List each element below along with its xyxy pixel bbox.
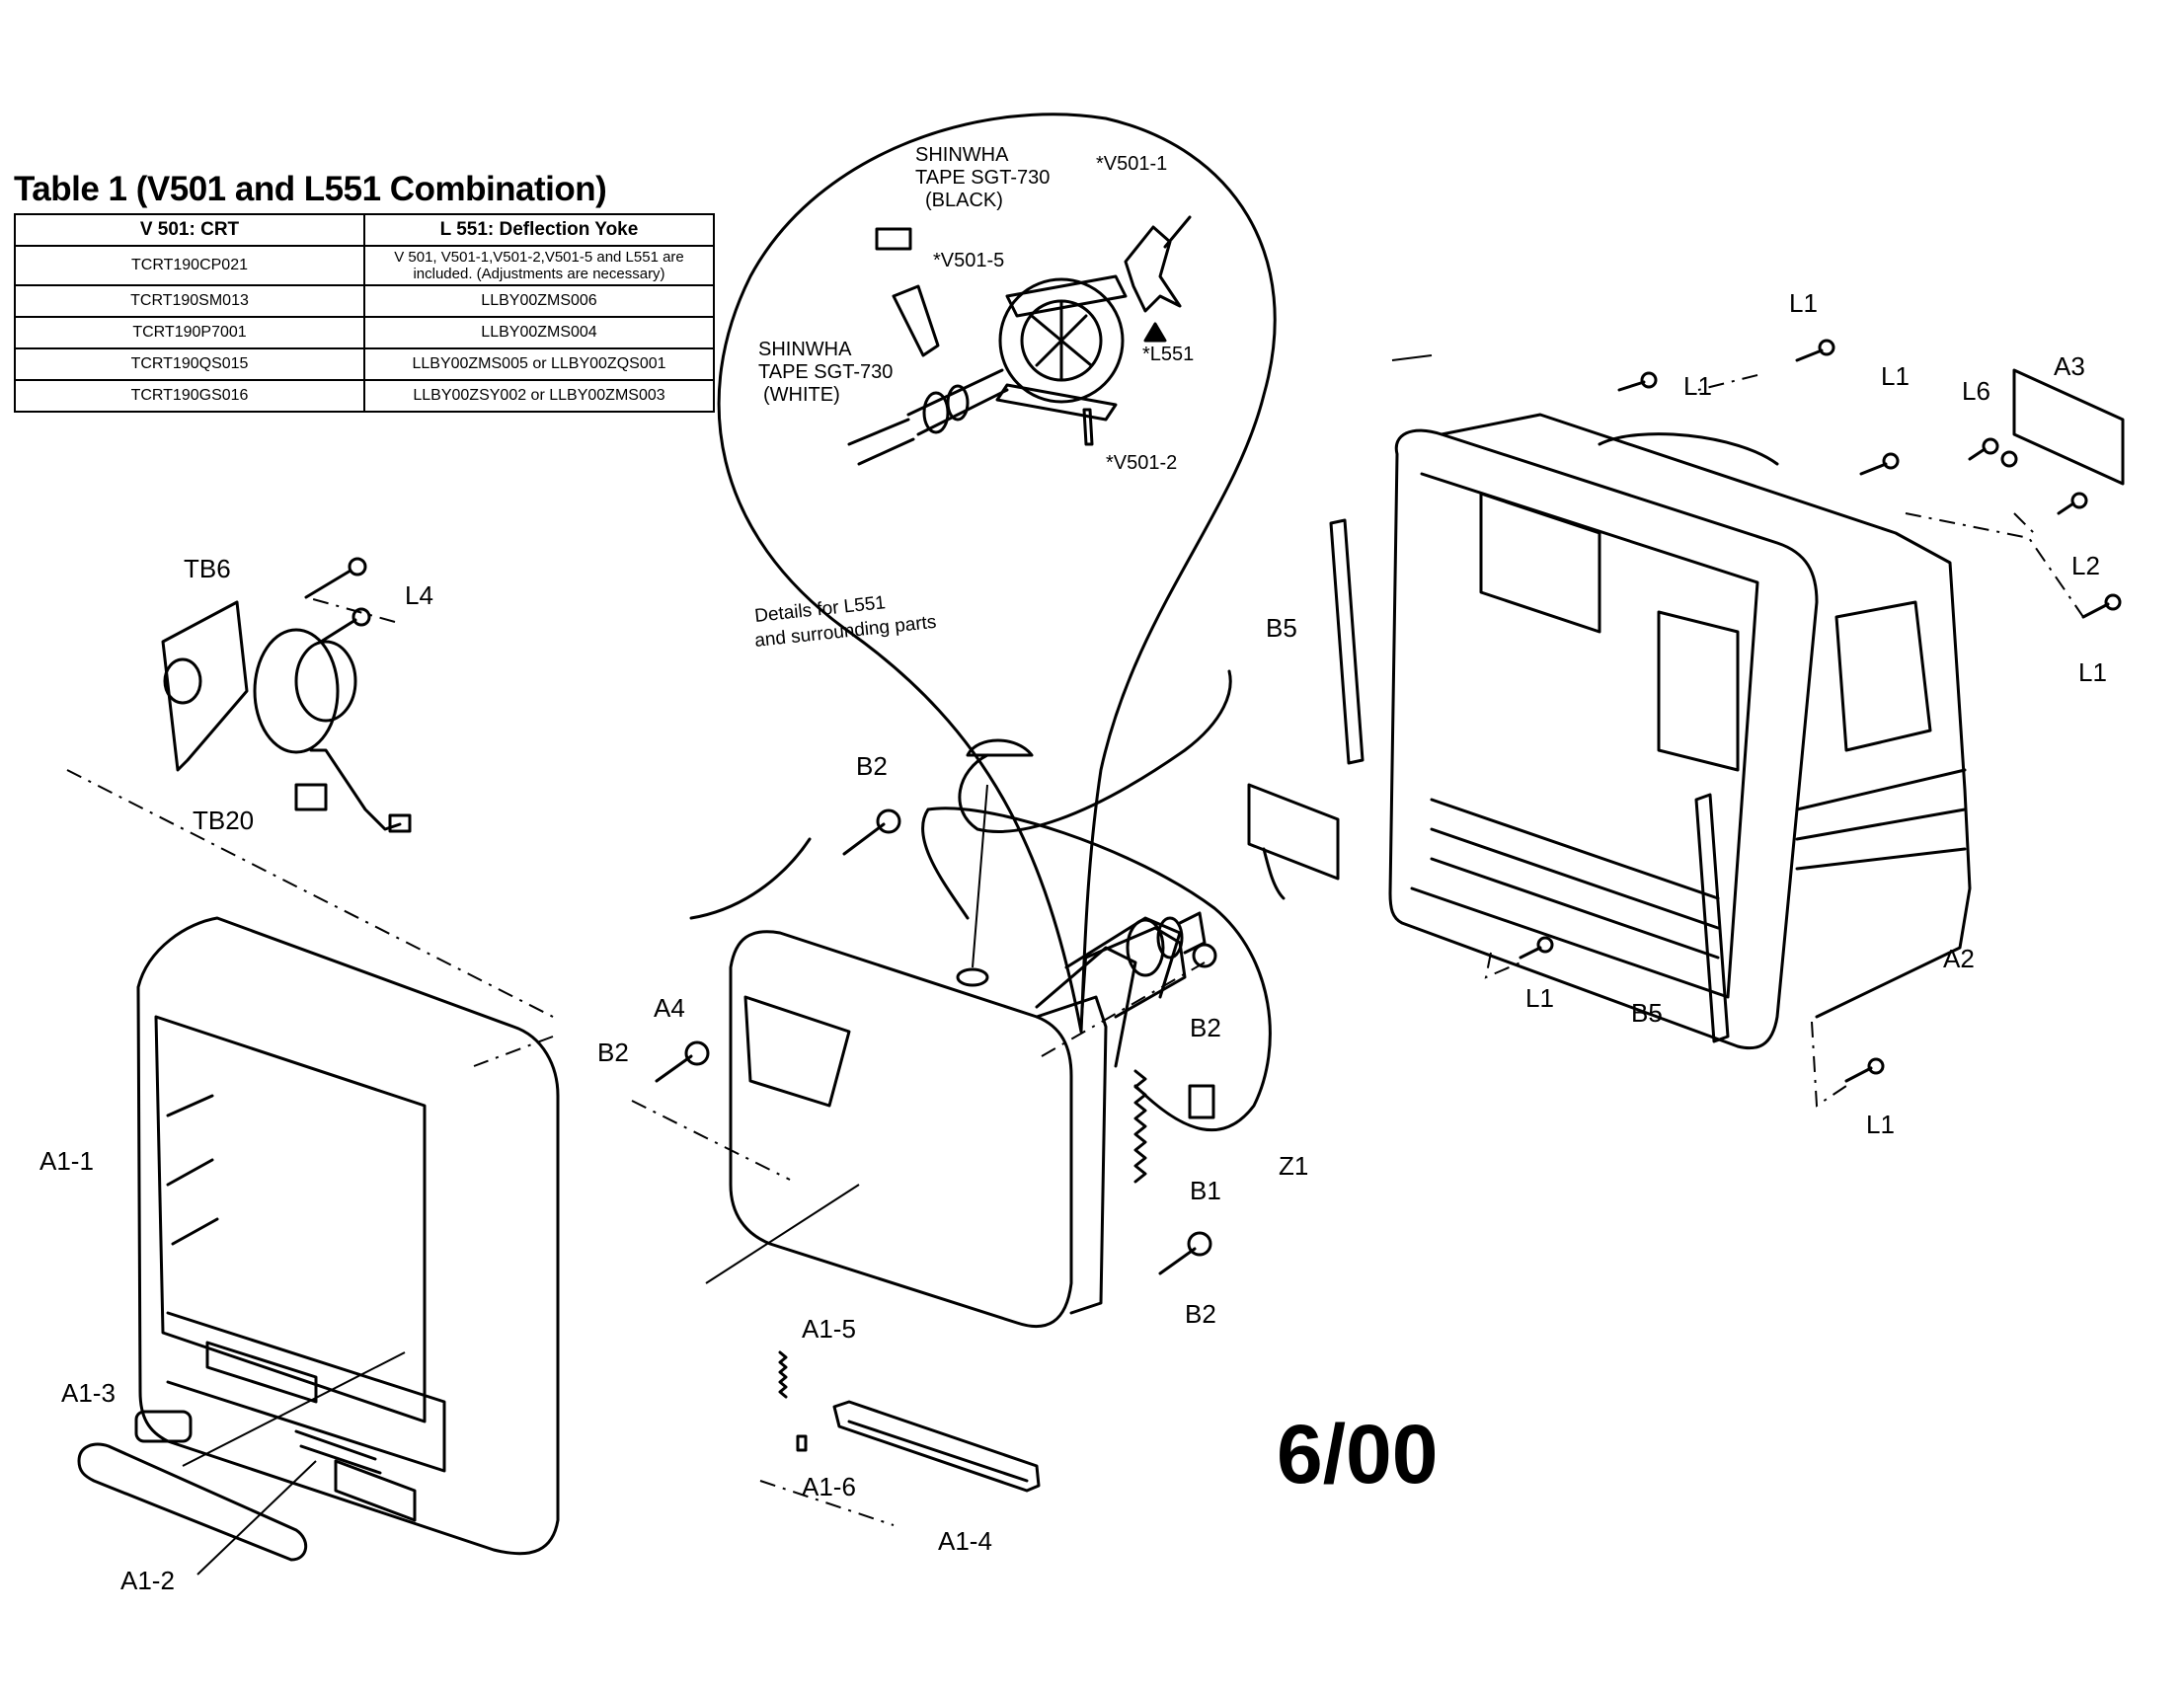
wire-left (689, 837, 812, 920)
label-a4: A4 (654, 993, 685, 1023)
table-cell: TCRT190CP021 (14, 245, 365, 286)
label-b2-top: B2 (856, 751, 888, 781)
tape-white-label-line2: TAPE SGT-730 (758, 361, 893, 383)
degauss-coil (921, 807, 1272, 1132)
table-row: TCRT190GS016 LLBY00ZSY002 or LLBY00ZMS00… (14, 379, 715, 413)
label-b5-right: B5 (1631, 998, 1663, 1028)
table-row: TCRT190CP021 V 501, V501-1,V501-2,V501-5… (14, 245, 715, 286)
strip-b5-left-icon (1329, 518, 1365, 765)
front-cabinet-icon (136, 916, 560, 1556)
label-b5-left: B5 (1266, 613, 1297, 643)
screw-icon (1519, 339, 2122, 1083)
table-cell: V 501, V501-1,V501-2,V501-5 and L551 are… (363, 245, 715, 286)
date-stamp: 6/00 (1277, 1408, 1439, 1500)
table-cell: TCRT190SM013 (14, 284, 365, 318)
label-z1-icon (1188, 1084, 1215, 1119)
table-cell: LLBY00ZMS004 (363, 316, 715, 349)
label-a2: A2 (1943, 944, 1975, 973)
table-cell: TCRT190P7001 (14, 316, 365, 349)
tape-black-icon (875, 227, 912, 251)
crt-tube-icon (729, 916, 1182, 1329)
label-b2-right: B2 (1190, 1013, 1221, 1042)
label-tb6: TB6 (184, 554, 231, 583)
label-l1-mid: L1 (1881, 361, 1910, 391)
table-row: TCRT190P7001 LLBY00ZMS004 (14, 316, 715, 349)
table-header-row: V 501: CRT L 551: Deflection Yoke (14, 213, 715, 247)
label-l1-right: L1 (2078, 657, 2107, 687)
label-l1-top: L1 (1789, 288, 1818, 318)
screw-icon (655, 808, 1217, 1275)
label-a1-1: A1-1 (39, 1146, 94, 1176)
bottom-bracket-icon (832, 1400, 1041, 1493)
rear-cabinet-icon (1388, 413, 1972, 1050)
socket-board-icon (1247, 783, 1340, 881)
strip-b5-right-icon (1694, 793, 1730, 1043)
table-cell: LLBY00ZSY002 or LLBY00ZMS003 (363, 379, 715, 413)
socket-cable (1262, 847, 1286, 900)
table-header-crt: V 501: CRT (14, 213, 365, 247)
crt-neck-icon (847, 368, 1009, 466)
label-a1-5: A1-5 (802, 1314, 856, 1344)
small-clip-icon (796, 1434, 808, 1452)
deflection-yoke-icon (995, 274, 1128, 422)
table-cell: TCRT190GS016 (14, 379, 365, 413)
table-cell: LLBY00ZMS005 or LLBY00ZQS001 (363, 347, 715, 381)
tape-black-label-line2: TAPE SGT-730 (915, 167, 1050, 189)
tape-white-label-line3: (WHITE) (763, 384, 840, 406)
front-bezel-icon (77, 1442, 307, 1562)
label-l4: L4 (405, 580, 433, 610)
tape-black-label-line3: (BLACK) (925, 190, 1003, 211)
speaker-icon (161, 600, 412, 833)
warning-triangle-icon (1143, 322, 1167, 343)
table-cell: LLBY00ZMS006 (363, 284, 715, 318)
v501-2-label: *V501-2 (1106, 452, 1177, 474)
table-header-yoke: L 551: Deflection Yoke (363, 213, 715, 247)
label-l1-upper: L1 (1683, 371, 1712, 401)
anode-cap-icon (966, 738, 1034, 757)
label-a1-3: A1-3 (61, 1378, 116, 1408)
v501-5-wedge-icon (892, 284, 940, 357)
label-b2-bottom: B2 (1185, 1299, 1216, 1329)
ground-wire (958, 669, 1232, 833)
label-a1-4: A1-4 (938, 1526, 992, 1556)
label-a3: A3 (2054, 351, 2085, 381)
label-b1: B1 (1190, 1176, 1221, 1205)
combination-table: V 501: CRT L 551: Deflection Yoke TCRT19… (14, 213, 715, 413)
label-a1-2: A1-2 (120, 1566, 175, 1595)
spring-small-icon (778, 1350, 788, 1399)
tape-white-label-line1: SHINWHA (758, 339, 852, 360)
label-l2: L2 (2071, 551, 2100, 580)
table-title: Table 1 (V501 and L551 Combination) (14, 170, 607, 208)
crt-neck-assembly-icon (1084, 911, 1207, 1019)
label-a3-icon (2012, 368, 2125, 486)
v501-2-strip-icon (1082, 408, 1094, 446)
label-l1-lower: L1 (1525, 983, 1554, 1013)
label-l6: L6 (1962, 376, 1990, 406)
button-icon (134, 1410, 193, 1443)
label-l1-bottom: L1 (1866, 1110, 1895, 1139)
spring-icon (1133, 1069, 1147, 1184)
v501-5-label: *V501-5 (933, 250, 1004, 271)
table-row: TCRT190QS015 LLBY00ZMS005 or LLBY00ZQS00… (14, 347, 715, 381)
table-cell: TCRT190QS015 (14, 347, 365, 381)
v501-1-leader (1163, 215, 1192, 249)
label-z1: Z1 (1279, 1151, 1308, 1181)
v501-1-clip-icon (1124, 225, 1182, 313)
l551-label: *L551 (1142, 344, 1194, 365)
detail-bubble (717, 113, 1277, 1034)
screw-icon (304, 557, 371, 644)
label-b2-left: B2 (597, 1038, 629, 1067)
label-tb20: TB20 (193, 806, 254, 835)
tape-black-label-line1: SHINWHA (915, 144, 1009, 166)
table-row: TCRT190SM013 LLBY00ZMS006 (14, 284, 715, 318)
v501-1-label: *V501-1 (1096, 153, 1167, 175)
label-a1-6: A1-6 (802, 1472, 856, 1501)
